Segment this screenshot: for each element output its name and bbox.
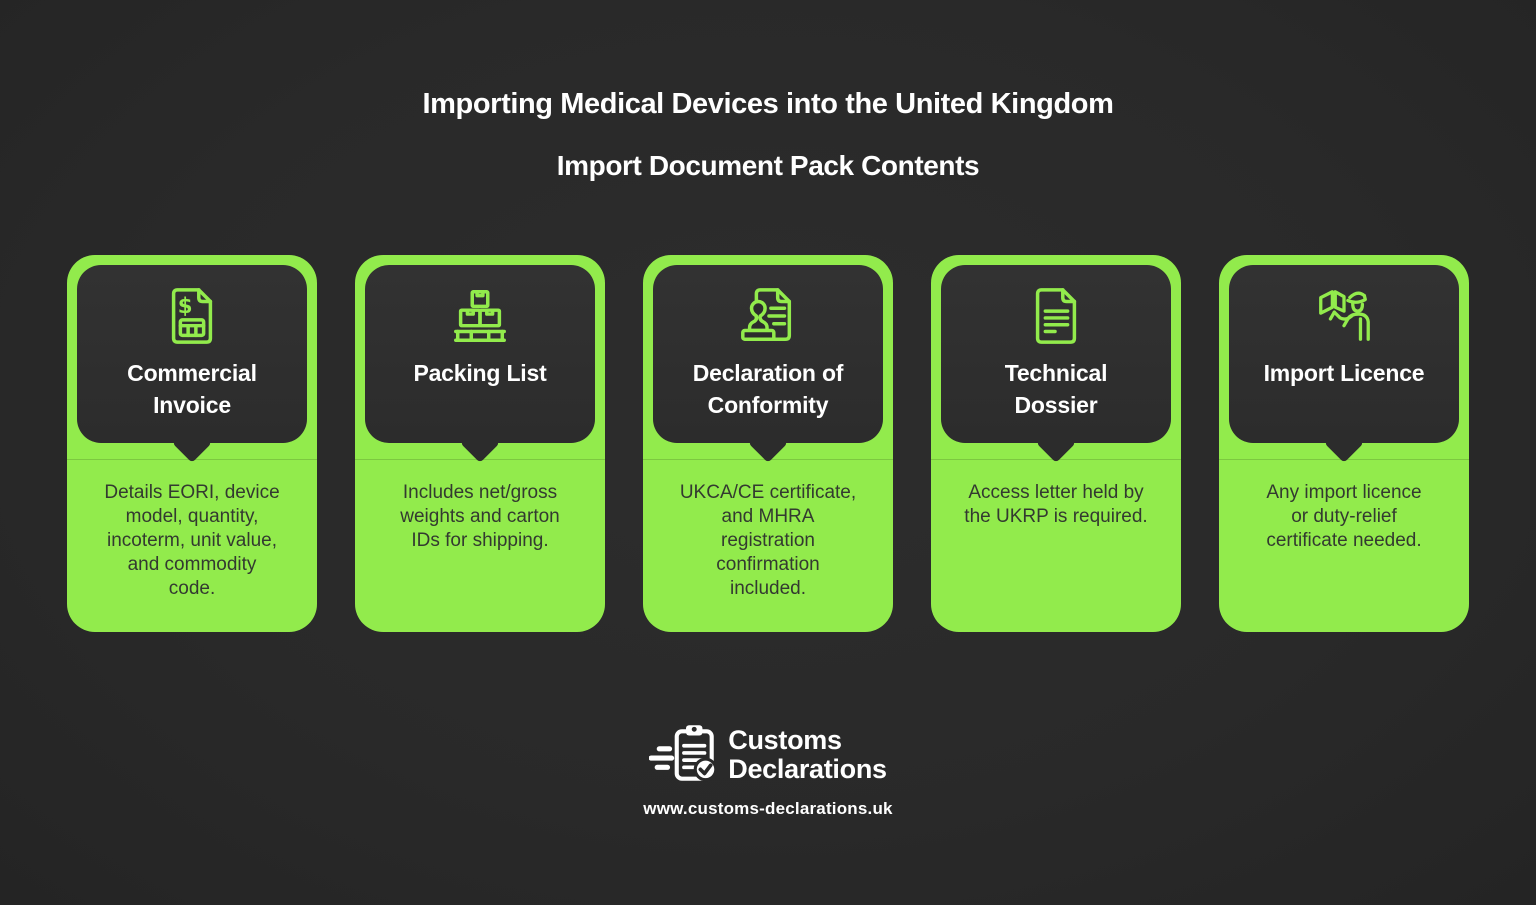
card-header-panel: $ Commercial Invoice xyxy=(77,265,307,443)
card-header-panel: Declaration of Conformity xyxy=(653,265,883,443)
website-url: www.customs-declarations.uk xyxy=(643,799,893,818)
page-title: Importing Medical Devices into the Unite… xyxy=(422,88,1114,120)
card-commercial-invoice: $ Commercial Invoice Details EORI, devic… xyxy=(67,255,317,632)
card-header-panel: Packing List xyxy=(365,265,595,443)
card-description: Includes net/gross weights and carton ID… xyxy=(400,482,560,551)
card-description: UKCA/CE certificate, and MHRA registrati… xyxy=(679,482,857,599)
card-title: Packing List xyxy=(413,360,547,386)
card-title: Commercial Invoice xyxy=(127,360,257,418)
brand-lockup: Customs Declarations xyxy=(649,718,887,792)
card-title: Import Licence xyxy=(1263,360,1425,386)
page-subtitle: Import Document Pack Contents xyxy=(556,150,980,181)
footer: Customs Declarations www.customs-declara… xyxy=(0,718,1536,819)
card-technical-dossier: Technical Dossier Access letter held by … xyxy=(931,255,1181,632)
stamp-document-icon xyxy=(741,288,792,341)
card-description: Any import licence or duty-relief certif… xyxy=(1266,482,1422,551)
clipboard-check-icon xyxy=(649,725,718,782)
customs-officer-icon xyxy=(1319,290,1370,341)
card-declaration-of-conformity: Declaration of Conformity UKCA/CE certif… xyxy=(643,255,893,632)
card-packing-list: Packing List Includes net/gross weights … xyxy=(355,255,605,632)
card-title: Technical Dossier xyxy=(1004,360,1108,418)
pallet-boxes-icon xyxy=(454,290,506,342)
card-header-panel: Import Licence xyxy=(1229,265,1459,443)
card-description: Details EORI, device model, quantity, in… xyxy=(104,482,280,599)
card-import-licence: Import Licence Any import licence or dut… xyxy=(1219,255,1469,632)
svg-text:$: $ xyxy=(178,294,193,319)
invoice-document-icon: $ xyxy=(171,288,213,344)
card-description: Access letter held by the UKRP is requir… xyxy=(964,482,1148,527)
card-row: $ Commercial Invoice Details EORI, devic… xyxy=(67,255,1469,632)
card-header-panel: Technical Dossier xyxy=(941,265,1171,443)
brand-name: Customs Declarations xyxy=(728,725,887,784)
document-lines-icon xyxy=(1035,288,1077,344)
card-title: Declaration of Conformity xyxy=(692,360,844,418)
